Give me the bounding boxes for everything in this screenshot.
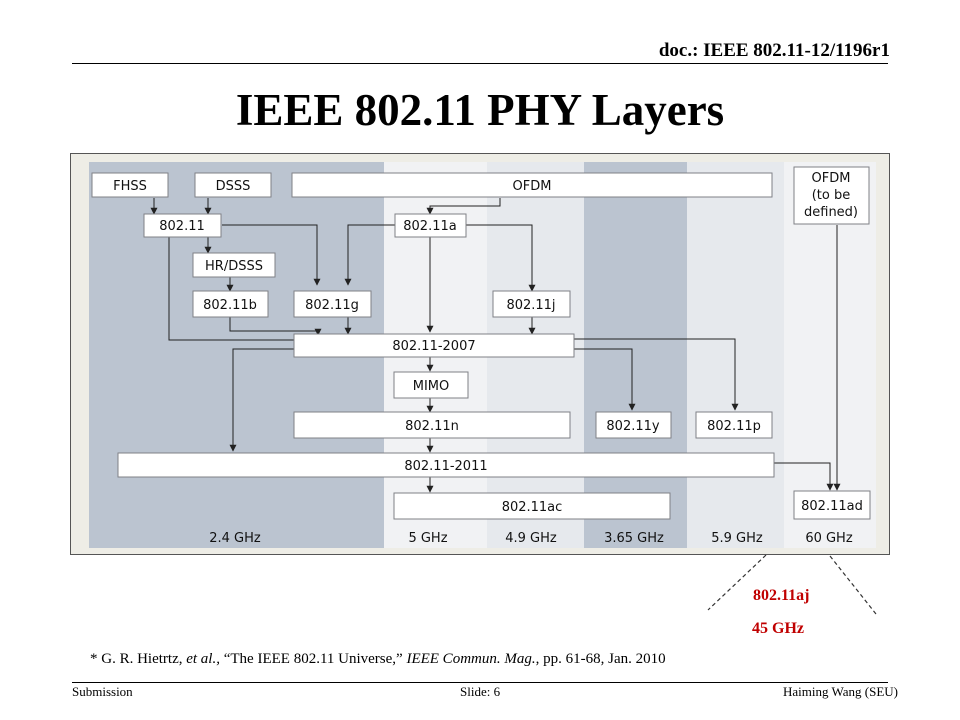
doc-id: doc.: IEEE 802.11-12/1196r1 [658,40,890,61]
node-80211g: 802.11g [305,298,359,313]
node-80211b-box [192,290,269,318]
node-80211a-box [394,213,467,238]
node-ofdm-box [291,172,773,198]
citation-etal: et al., [186,651,220,667]
citation-suffix: , pp. 61-68, Jan. 2010 [535,651,666,667]
node-fhss: FHSS [113,179,147,194]
edge-ofdm-80211a [426,198,501,215]
footer-slide-number: Slide: 6 [460,684,501,699]
node-ofdm-tbd-box [793,166,870,225]
footer-author: Haiming Wang (SEU) [783,684,898,699]
callout-line-right [829,555,877,615]
node-ofdm-tbd-line2: (to be [812,188,851,203]
edge-2007-80211y [574,348,636,411]
node-80211-box [143,213,222,238]
band-label-3-65ghz: 3.65 GHz [604,531,664,546]
node-80211: 802.11 [159,219,205,234]
slide-title: IEEE 802.11 PHY Layers [235,85,725,135]
edge-80211a-80211g [344,224,395,286]
callout-dashed-lines [700,552,890,622]
node-80211-2011: 802.11-2011 [404,459,487,474]
edge-80211a-80211j [465,224,536,292]
node-80211j-box [492,290,571,318]
node-hrdsss: HR/DSSS [205,259,263,274]
band-3-65ghz [584,162,687,548]
callout-80211aj: 802.11aj [753,587,810,604]
phy-layers-diagram: FHSS DSSS OFDM OFDM (to be defined) 802.… [70,153,890,555]
edge-2011-80211ad [774,462,834,491]
node-80211-2007: 802.11-2007 [392,339,475,354]
citation-quoted: “The IEEE 802.11 Universe,” [219,651,407,667]
node-80211y-box [595,411,672,439]
citation-journal: IEEE Commun. Mag. [406,651,536,667]
edge-2007-2011 [229,348,294,452]
citation-prefix: * G. R. Hietrtz, [90,651,187,667]
node-mimo-box [393,371,469,399]
callout-45ghz: 45 GHz [752,620,804,637]
footer-submission: Submission [72,684,133,699]
node-ofdm-tbd-line1: OFDM [812,171,851,186]
node-fhss-box [91,172,169,198]
node-80211p: 802.11p [707,419,761,434]
footer-rule [72,682,888,683]
callout-line-left [707,554,767,611]
node-80211n-box [293,411,571,439]
node-dsss: DSSS [216,179,251,194]
header-rule [72,63,888,64]
band-label-60ghz: 60 GHz [805,531,853,546]
node-80211ac-box [393,492,671,520]
node-80211ac: 802.11ac [502,500,563,515]
node-2011-box [117,452,775,478]
citation: * G. R. Hietrtz, et al., “The IEEE 802.1… [90,651,666,668]
band-label-2-4ghz: 2.4 GHz [209,531,261,546]
node-ofdm: OFDM [513,179,552,194]
node-80211g-box [293,290,372,318]
node-80211ad: 802.11ad [801,499,863,514]
node-80211b: 802.11b [203,298,257,313]
band-label-5ghz: 5 GHz [408,531,447,546]
edge-80211-2007 [168,237,294,341]
node-80211p-box [695,411,773,439]
edge-2007-80211p [574,338,739,411]
node-80211ad-box [793,490,871,520]
node-hrdsss-box [192,252,276,278]
node-dsss-box [194,172,272,198]
band-label-5-9ghz: 5.9 GHz [711,531,763,546]
node-80211j: 802.11j [506,298,555,313]
edge-80211b-2007 [229,317,322,336]
node-2007-box [293,333,575,358]
node-ofdm-tbd-line3: defined) [804,205,858,220]
node-80211y: 802.11y [606,419,659,434]
node-80211a: 802.11a [403,219,456,234]
node-mimo: MIMO [413,379,450,394]
node-80211n: 802.11n [405,419,459,434]
band-label-4-9ghz: 4.9 GHz [505,531,557,546]
edge-80211-80211g [222,224,321,286]
